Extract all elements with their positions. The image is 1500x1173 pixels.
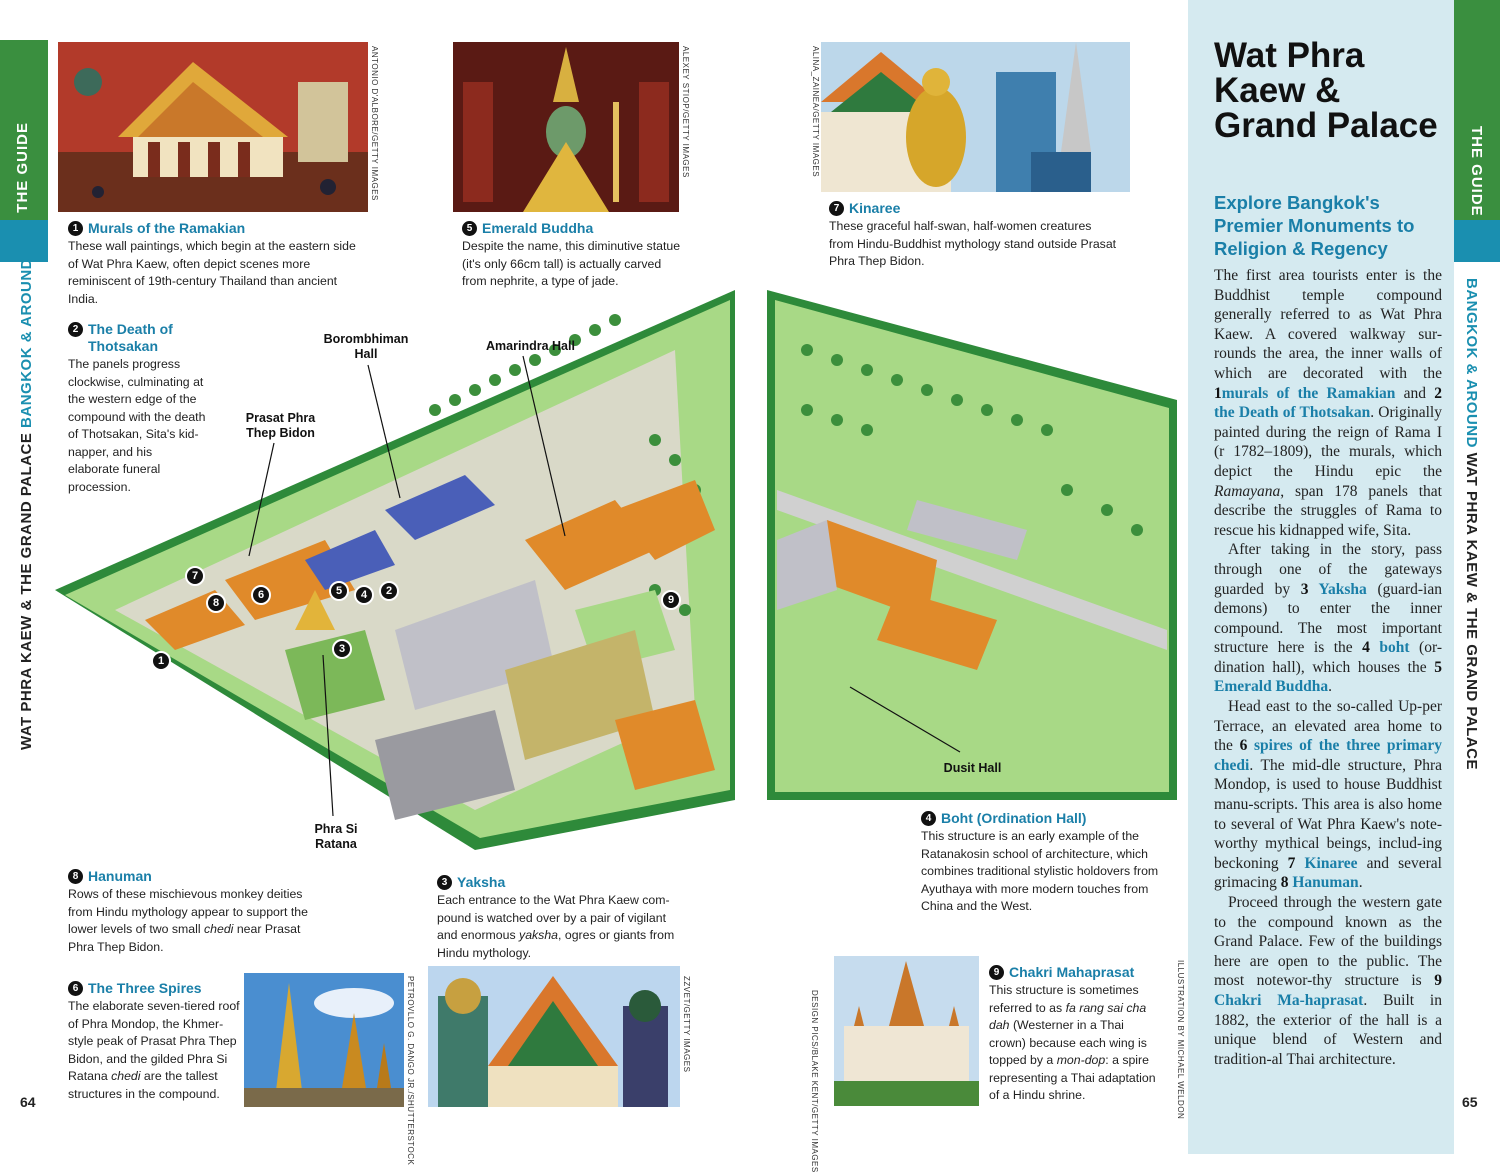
label-borombhiman-hall: Borombhiman Hall [323,332,409,361]
map-marker-5: 5 [329,581,349,601]
label-amarindra-hall: Amarindra Hall [486,339,575,353]
map-marker-6: 6 [251,585,271,605]
map-marker-2: 2 [379,581,399,601]
map-marker-3: 3 [332,639,352,659]
chakri-credit: DESIGN PICS/BLAKE KENT/GETTY IMAGES [810,990,819,1173]
label-prasat-phra-thep-bidon: Prasat Phra Thep Bidon [245,411,316,440]
right-running-head-main: WAT PHRA KAEW & THE GRAND PALACE [1463,452,1480,770]
left-section-tab [0,220,48,262]
number-badge: 3 [437,875,452,890]
emerald-credit: ALEXEY STIOP/GETTY IMAGES [681,46,690,178]
caption-hanuman-body: Rows of these mischievous monkey deities… [68,887,308,954]
left-page-number: 64 [20,1094,36,1110]
palace-map-east [767,290,1177,800]
number-badge: 5 [462,221,477,236]
right-running-head-accent: BANGKOK & AROUND [1463,278,1480,453]
panel-body: The first area tourists enter is the Bud… [1214,266,1442,1069]
spires-photo [244,973,404,1107]
map-marker-8: 8 [206,593,226,613]
chakri-photo [834,956,979,1106]
feature-panel [1188,0,1454,1154]
caption-yaksha-body: Each entrance to the Wat Phra Kaew com-p… [437,893,675,960]
left-guide-tab: THE GUIDE [0,40,48,220]
number-badge: 2 [68,322,83,337]
map-marker-1: 1 [151,651,171,671]
caption-emerald-body: Despite the name, this diminutive statue… [462,239,681,288]
emerald-buddha-photo [453,42,679,212]
murals-photo [58,42,368,212]
label-dusit-hall: Dusit Hall [943,761,1002,775]
panel-title: Wat Phra Kaew & Grand Palace [1214,36,1438,145]
panel-paragraph-3: Head east to the so-called Up-per Terrac… [1214,698,1442,892]
caption-kinaree-body: These graceful half-swan, half-women cre… [829,219,1117,268]
right-running-head: BANGKOK & AROUND WAT PHRA KAEW & THE GRA… [1463,278,1480,770]
murals-credit: ANTONIO D'ALBORE/GETTY IMAGES [370,46,379,201]
caption-death-body: The panels progress clockwise, culminati… [68,357,206,494]
number-badge: 7 [829,201,844,216]
number-badge: 9 [989,965,1004,980]
panel-paragraph-2: After taking in the story, pass through … [1214,541,1442,696]
panel-paragraph-1: The first area tourists enter is the Bud… [1214,267,1442,539]
yaksha-photo [428,966,680,1107]
number-badge: 4 [921,811,936,826]
label-phra-si-ratana: Phra Si Ratana [314,822,358,851]
caption-chakri-body: This structure is sometimes referred to … [989,983,1156,1102]
map-marker-4: 4 [354,585,374,605]
spires-credit: PETROVLLO G. DANGO JR./SHUTTERSTOCK [406,976,415,1166]
number-badge: 8 [68,869,83,884]
number-badge: 6 [68,981,83,996]
right-guide-tab: THE GUIDE [1454,0,1500,220]
map-marker-7: 7 [185,566,205,586]
right-guide-tab-label: THE GUIDE [1468,126,1485,217]
yaksha-credit: ZZVET/GETTY IMAGES [682,976,691,1073]
caption-boht-body: This structure is an early example of th… [921,829,1159,913]
panel-paragraph-4: Proceed through the western gate to the … [1214,894,1442,1068]
map-marker-9: 9 [661,590,681,610]
caption-spires-body: The elaborate seven-tiered roof of Phra … [68,999,240,1101]
right-page-number: 65 [1462,1094,1478,1110]
palace-map-west [55,290,735,850]
number-badge: 1 [68,221,83,236]
panel-subtitle: Explore Bangkok's Premier Monuments to R… [1214,192,1415,259]
kinaree-credit: ALINA_ZAINEA/GETTY IMAGES [811,46,820,178]
right-section-tab [1454,220,1500,262]
kinaree-photo [821,42,1130,192]
caption-murals-body: These wall paintings, which begin at the… [68,239,356,306]
illustration-credit: ILLUSTRATION BY MICHAEL WELDON [1176,960,1185,1120]
